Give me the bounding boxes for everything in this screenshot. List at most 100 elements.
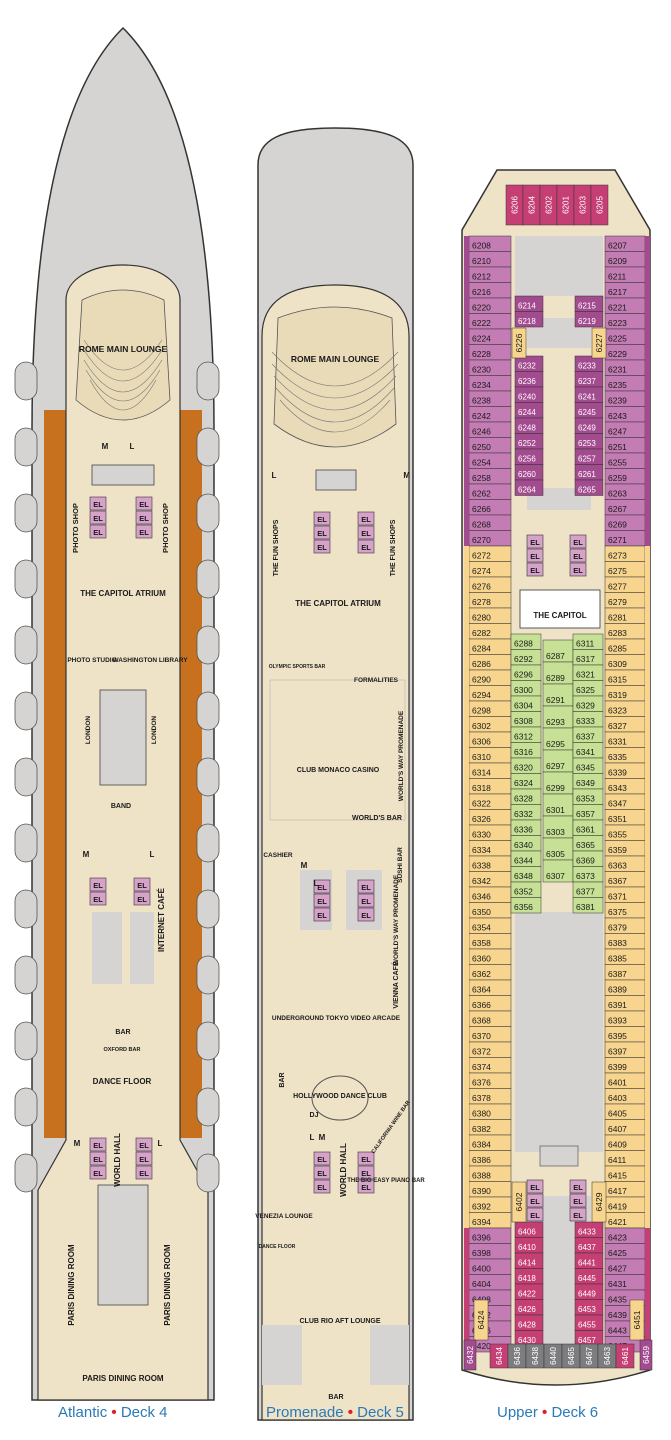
deck-5-vienna: VIENNA CAFÉ [391,961,400,1009]
elevator-box [135,1151,153,1166]
cabin-edge [645,468,650,484]
cabin-number: 6345 [576,763,595,773]
cabin-edge [645,437,650,453]
cabin-edge [645,298,650,314]
cabin-edge [645,267,650,283]
cabin-edge [645,716,650,732]
elevator-box [526,534,544,549]
cabin-edge [464,1057,469,1073]
cabin-number: 6274 [472,566,491,576]
cabin-number: 6373 [576,871,595,881]
cabin-number: 6337 [576,732,595,742]
cabin-edge [645,1321,650,1337]
cabin-number: 6445 [578,1274,596,1283]
cabin-edge [464,623,469,639]
cabin-edge [645,1197,650,1213]
cabin-number: 6430 [518,1336,536,1345]
cabin-number: 6260 [518,470,536,479]
cabin-number: 6436 [513,1347,522,1365]
bullet-dot-icon: • [542,1404,548,1421]
lifeboat-port [14,1087,38,1127]
cabin-number: 6406 [518,1228,536,1237]
cabin-edge [645,685,650,701]
cabin-edge [645,1135,650,1151]
cabin-number: 6347 [608,799,627,809]
elevator-box [135,1137,153,1152]
cabin-edge [645,1026,650,1042]
cabin-number: 6443 [608,1326,627,1336]
cabin-number: 6273 [608,551,627,561]
cabin-number: 6426 [518,1305,536,1314]
cabin-number: 6235 [608,380,627,390]
deck-4-paris-port: PARIS DINING ROOM [67,1244,76,1326]
deck-5-l-fwd: L [272,471,277,480]
deck-4-promenade-stbd [180,410,202,1138]
cabin-edge [464,1150,469,1166]
deck-4-l-aft: L [158,1139,163,1148]
cabin-number: 6323 [608,706,627,716]
deck-4-promenade-port [44,410,66,1138]
cabin-edge [464,809,469,825]
cabin [629,1299,645,1341]
cabin-edge [464,1088,469,1104]
cabin-number: 6438 [531,1347,540,1365]
cabin-number: 6303 [546,827,565,837]
cabin-number: 6259 [608,473,627,483]
cabin-number: 6265 [578,486,596,495]
cabin-number: 6350 [472,907,491,917]
cabin-edge [645,1119,650,1135]
deck-4-oxford-bar: OXFORD BAR [104,1047,141,1053]
cabin-number: 6467 [585,1347,594,1365]
elevator-label: EL [317,1183,327,1192]
lifeboat-port [14,361,38,401]
deck-5-interior [261,284,410,1421]
cabin-number: 6271 [608,535,627,545]
elevator-box [526,1179,544,1194]
deck-4-number: Deck 4 [120,1404,168,1421]
cabin-number: 6414 [518,1259,536,1268]
cabin-number: 6400 [472,1264,491,1274]
elevator-box [89,1165,107,1180]
cabin-number: 6353 [576,794,595,804]
cabin-edge [645,763,650,779]
cabin-edge [464,732,469,748]
cabin-number: 6261 [578,470,596,479]
lifeboat-stbd [196,559,220,599]
deck-5-l: L [310,1133,315,1142]
cabin-edge [645,329,650,345]
cabin [514,479,544,496]
elevator-label: EL [573,1183,583,1192]
cabin-number: 6217 [608,287,627,297]
cabin-number: 6415 [608,1171,627,1181]
cabin-number: 6269 [608,520,627,530]
elevator-label: EL [573,552,583,561]
cabin [572,897,604,914]
elevator-label: EL [317,911,327,920]
elevator-label: EL [361,897,371,906]
deck-5-m-fwd: M [403,471,410,480]
cabin-number: 6380 [472,1109,491,1119]
cabin-number: 6268 [472,520,491,530]
cabin-number: 6427 [608,1264,627,1274]
cabin-edge [464,391,469,407]
cabin-edge [464,1073,469,1089]
elevator-label: EL [139,514,149,523]
cabin-number: 6219 [578,317,596,326]
lifeboat-stbd [196,1021,220,1061]
cabin [615,1343,635,1369]
elevator-box [313,525,331,540]
cabin-number: 6431 [608,1279,627,1289]
cabin-number: 6437 [578,1243,596,1252]
cabin-number: 6343 [608,783,627,793]
cabin-edge [464,716,469,732]
cabin-edge [645,902,650,918]
elevator-box [357,1179,375,1194]
cabin-number: 6267 [608,504,627,514]
cabin-edge [464,856,469,872]
elevator-label: EL [361,515,371,524]
bullet-dot-icon: • [347,1404,353,1421]
cabin-number: 6209 [608,256,627,266]
cabin-edge [645,1259,650,1275]
elevator-box [569,562,587,577]
